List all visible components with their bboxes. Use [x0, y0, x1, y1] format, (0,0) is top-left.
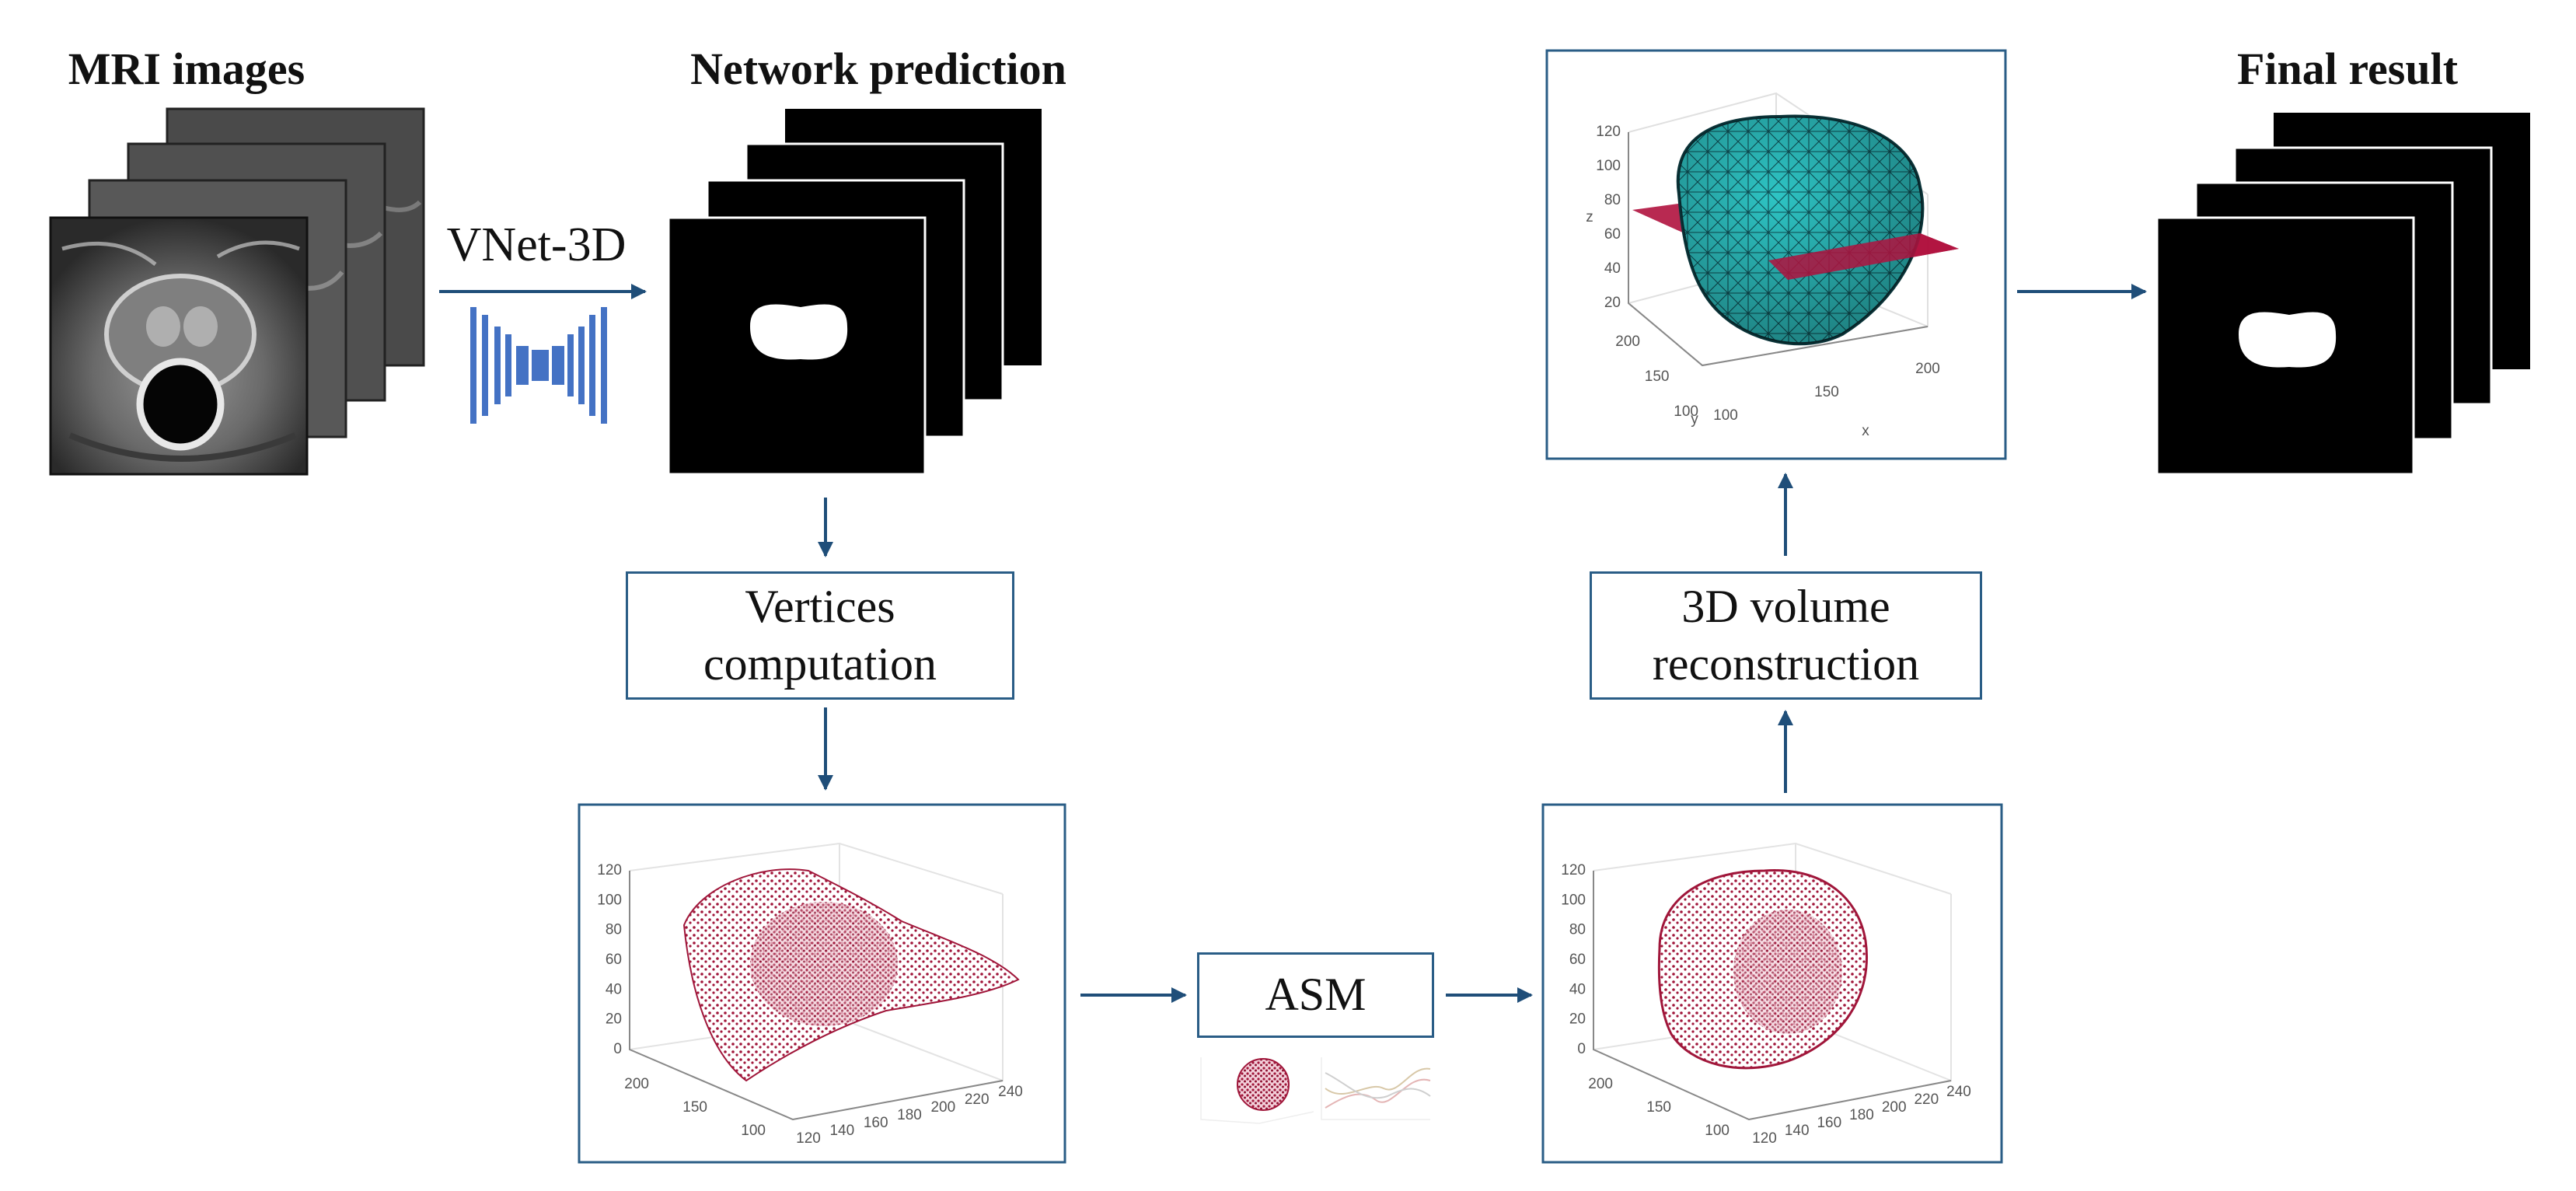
prediction-segmentation-blob [750, 304, 848, 360]
raw-z-tick: 40 [606, 981, 622, 997]
fitted-x-tick: 180 [1849, 1107, 1874, 1123]
raw-z-tick: 20 [606, 1011, 622, 1028]
raw-z-tick: 80 [606, 922, 622, 938]
fitted-z-tick: 0 [1577, 1041, 1586, 1057]
raw-x-tick: 160 [864, 1115, 888, 1131]
raw-y-tick: 100 [741, 1123, 766, 1139]
mesh-x-tick: 200 [1915, 361, 1940, 377]
asm-label: ASM [1265, 969, 1367, 1021]
vertices-computation-line1: Vertices [745, 581, 895, 633]
asm-thumbnail [1200, 1057, 1431, 1124]
vertices-computation-box: Vertices computation [626, 571, 1014, 700]
final-mask-front [2155, 216, 2415, 476]
asm-variation-curves [1325, 1067, 1431, 1109]
raw-z-tick: 0 [613, 1041, 622, 1057]
fitted-x-tick: 140 [1785, 1123, 1810, 1139]
vnet-3d-label: VNet-3D [446, 218, 627, 271]
raw-z-tick: 120 [597, 862, 622, 878]
mesh-z-tick: 120 [1596, 124, 1621, 140]
fitted-y-tick: 150 [1646, 1099, 1671, 1116]
heading-final-result: Final result [2236, 44, 2459, 94]
raw-point-cloud-panel [578, 803, 1066, 1164]
mesh-y-axis-label: y [1691, 411, 1698, 428]
volume-reconstruction-line1: 3D volume [1681, 581, 1890, 633]
fitted-z-tick: 20 [1569, 1011, 1586, 1028]
mesh-z-tick: 40 [1604, 260, 1621, 277]
mri-image-stack [49, 107, 425, 476]
volume-reconstruction-box: 3D volume reconstruction [1590, 571, 1982, 700]
raw-x-tick: 140 [829, 1123, 854, 1139]
mri-slice-front [49, 216, 309, 476]
final-result-stack [2155, 113, 2530, 476]
raw-z-tick: 100 [597, 892, 622, 908]
raw-x-tick: 120 [796, 1130, 821, 1147]
heading-mri-images: MRI images [68, 44, 305, 94]
fitted-y-tick: 200 [1588, 1076, 1613, 1092]
mesh-x-axis-label: x [1862, 423, 1869, 439]
fitted-z-tick: 80 [1569, 922, 1586, 938]
raw-x-tick: 180 [897, 1107, 922, 1123]
fitted-z-tick: 120 [1561, 862, 1586, 878]
mesh-z-tick: 20 [1604, 295, 1621, 311]
mesh-z-axis-label: z [1586, 209, 1593, 225]
fitted-x-tick: 200 [1882, 1099, 1907, 1116]
fitted-x-tick: 220 [1914, 1091, 1939, 1108]
fitted-z-tick: 60 [1569, 952, 1586, 968]
fitted-y-tick: 100 [1705, 1123, 1730, 1139]
mesh-x-tick: 100 [1713, 407, 1738, 424]
fitted-z-tick: 40 [1569, 981, 1586, 997]
raw-y-tick: 200 [624, 1076, 649, 1092]
fitted-x-tick: 240 [1946, 1084, 1971, 1100]
raw-x-tick: 220 [965, 1091, 990, 1108]
network-prediction-stack [667, 109, 1042, 476]
fitted-x-tick: 160 [1817, 1115, 1841, 1131]
fitted-x-tick: 120 [1752, 1130, 1777, 1147]
mesh-z-tick: 60 [1604, 226, 1621, 243]
volume-reconstruction-line2: reconstruction [1652, 637, 1920, 690]
mesh-y-tick: 200 [1615, 334, 1640, 350]
mesh-z-tick: 100 [1596, 158, 1621, 174]
mesh-z-tick: 80 [1604, 192, 1621, 208]
mesh-y-tick: 100 [1674, 403, 1698, 420]
asm-box: ASM [1197, 952, 1434, 1038]
raw-z-tick: 60 [606, 952, 622, 968]
mesh-plot-panel [1545, 49, 2007, 460]
mesh-y-tick: 150 [1645, 368, 1670, 385]
mesh-x-tick: 150 [1814, 384, 1839, 400]
fitted-point-cloud-panel [1541, 803, 2003, 1164]
heading-network-prediction: Network prediction [690, 44, 1066, 94]
fitted-z-tick: 100 [1561, 892, 1586, 908]
flow-arrows [439, 284, 2147, 1003]
final-segmentation-blob [2239, 312, 2337, 368]
raw-x-tick: 200 [930, 1099, 955, 1116]
raw-x-tick: 240 [998, 1084, 1023, 1100]
asm-mean-shape [1237, 1058, 1290, 1111]
vnet-architecture-icon [470, 307, 607, 424]
vertices-computation-line2: computation [703, 637, 937, 690]
raw-y-tick: 150 [682, 1099, 707, 1116]
